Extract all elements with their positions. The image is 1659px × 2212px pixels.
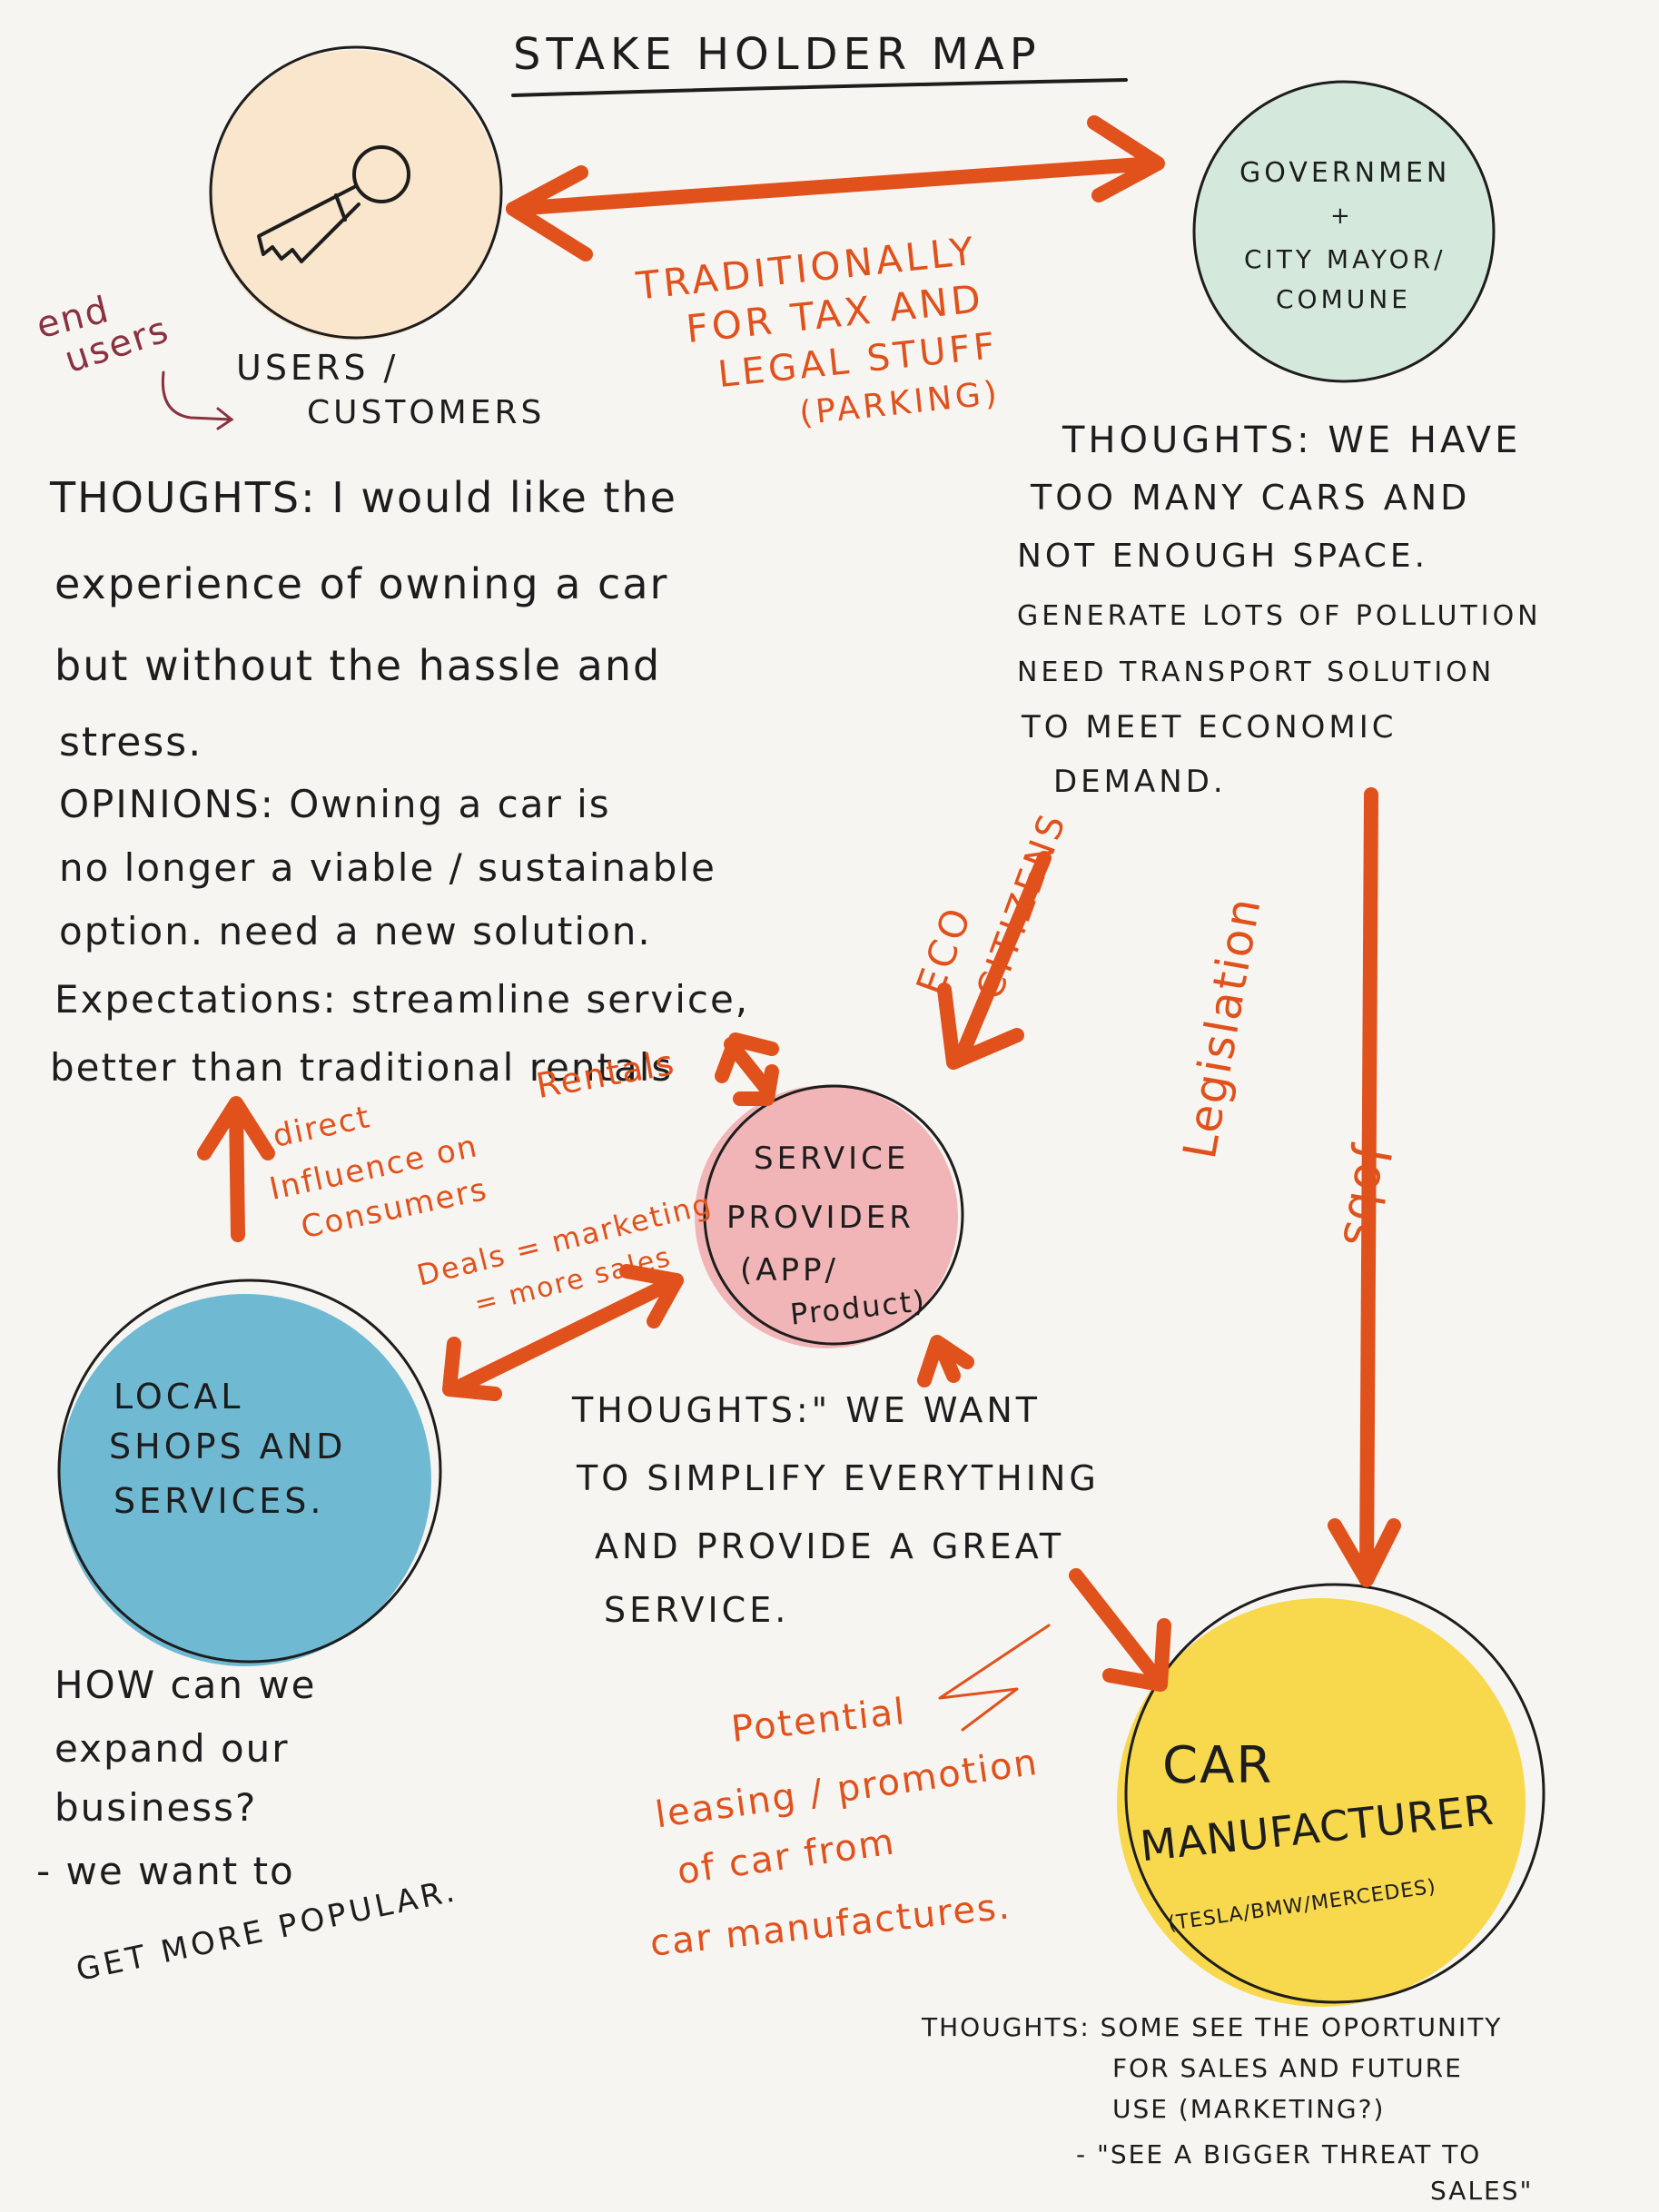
arrow-shops-users (229, 1101, 245, 1242)
service-label-line1: SERVICE (754, 1141, 910, 1177)
shops-thoughts-line: HOW can we (54, 1663, 317, 1707)
shops-label-line2: SHOPS AND (109, 1427, 347, 1466)
gov-thoughts-line: GENERATE LOTS OF POLLUTION (1017, 600, 1542, 632)
car-thoughts-line: SALES" (1430, 2176, 1534, 2206)
service-label-line2: PROVIDER (726, 1200, 914, 1236)
users-thoughts-line: Expectations: streamline service, (54, 977, 750, 1022)
government-label-line1: GOVERNMEN (1239, 157, 1451, 189)
service-thoughts-line: SERVICE. (604, 1590, 790, 1630)
gov-thoughts-line: TOO MANY CARS AND (1031, 478, 1471, 518)
users-node (209, 50, 499, 341)
shops-thoughts-line: business? (54, 1785, 258, 1830)
car-manufacturer-node (1117, 1598, 1526, 2007)
car-label-line1: CAR (1162, 1736, 1274, 1795)
shops-thoughts-line: expand our (54, 1726, 290, 1771)
government-label-line3: CITY MAYOR/ (1244, 244, 1447, 274)
users-thoughts-line: stress. (59, 719, 203, 765)
users-thoughts-line: THOUGHTS: I would like the (50, 473, 677, 522)
users-thoughts-line: better than traditional rentals (50, 1045, 674, 1090)
car-thoughts-line: - "SEE A BIGGER THREAT TO (1076, 2139, 1482, 2169)
service-label-line3: (APP/ (740, 1252, 839, 1289)
gov-thoughts-line: THOUGHTS: WE HAVE (1062, 420, 1522, 461)
key-icon (257, 145, 410, 263)
service-thoughts-line: AND PROVIDE A GREAT (595, 1526, 1065, 1566)
arrow-shops-service (447, 1273, 684, 1397)
users-thoughts-line: but without the hassle and (54, 641, 662, 690)
users-thoughts-line: option. need a new solution. (59, 909, 652, 953)
users-thoughts-line: no longer a viable / sustainable (59, 845, 716, 890)
government-node (1194, 82, 1494, 381)
local-shops-node (59, 1294, 431, 1666)
gov-thoughts-line: NEED TRANSPORT SOLUTION (1017, 657, 1496, 688)
service-thoughts-line: THOUGHTS:" WE WANT (572, 1390, 1042, 1430)
car-thoughts-line: THOUGHTS: SOME SEE THE OPORTUNITY (922, 2012, 1503, 2042)
government-label-line2: + (1330, 202, 1354, 230)
shops-label-line1: LOCAL (114, 1377, 244, 1417)
end-users-pointer (161, 370, 233, 421)
users-thoughts-line: OPINIONS: Owning a car is (59, 782, 611, 826)
shops-label-line3: SERVICES. (114, 1481, 325, 1521)
gov-thoughts-line: TO MEET ECONOMIC (1022, 709, 1397, 746)
service-provider-node (695, 1085, 958, 1348)
potential-zigzag (938, 1624, 1051, 1732)
gov-thoughts-line: NOT ENOUGH SPACE. (1017, 538, 1429, 575)
arrow-government-service (955, 851, 1052, 1061)
users-thoughts-line: experience of owning a car (54, 559, 669, 608)
arrow-users-government (506, 156, 1160, 216)
users-label-line2: CUSTOMERS (307, 394, 546, 431)
users-label-line1: USERS / (236, 348, 400, 388)
title-underline (511, 78, 1128, 97)
page-title: STAKE HOLDER MAP (513, 29, 1042, 80)
arrow-government-car (1359, 787, 1378, 1583)
shops-thoughts-line: - we want to (36, 1849, 295, 1893)
government-label-line4: COMUNE (1276, 284, 1411, 314)
service-thoughts-line: TO SIMPLIFY EVERYTHING (577, 1458, 1100, 1498)
gov-thoughts-line: DEMAND. (1053, 764, 1227, 800)
arrow-service-car (1069, 1568, 1165, 1687)
car-thoughts-line: USE (MARKETING?) (1112, 2094, 1386, 2124)
car-thoughts-line: FOR SALES AND FUTURE (1112, 2053, 1463, 2083)
